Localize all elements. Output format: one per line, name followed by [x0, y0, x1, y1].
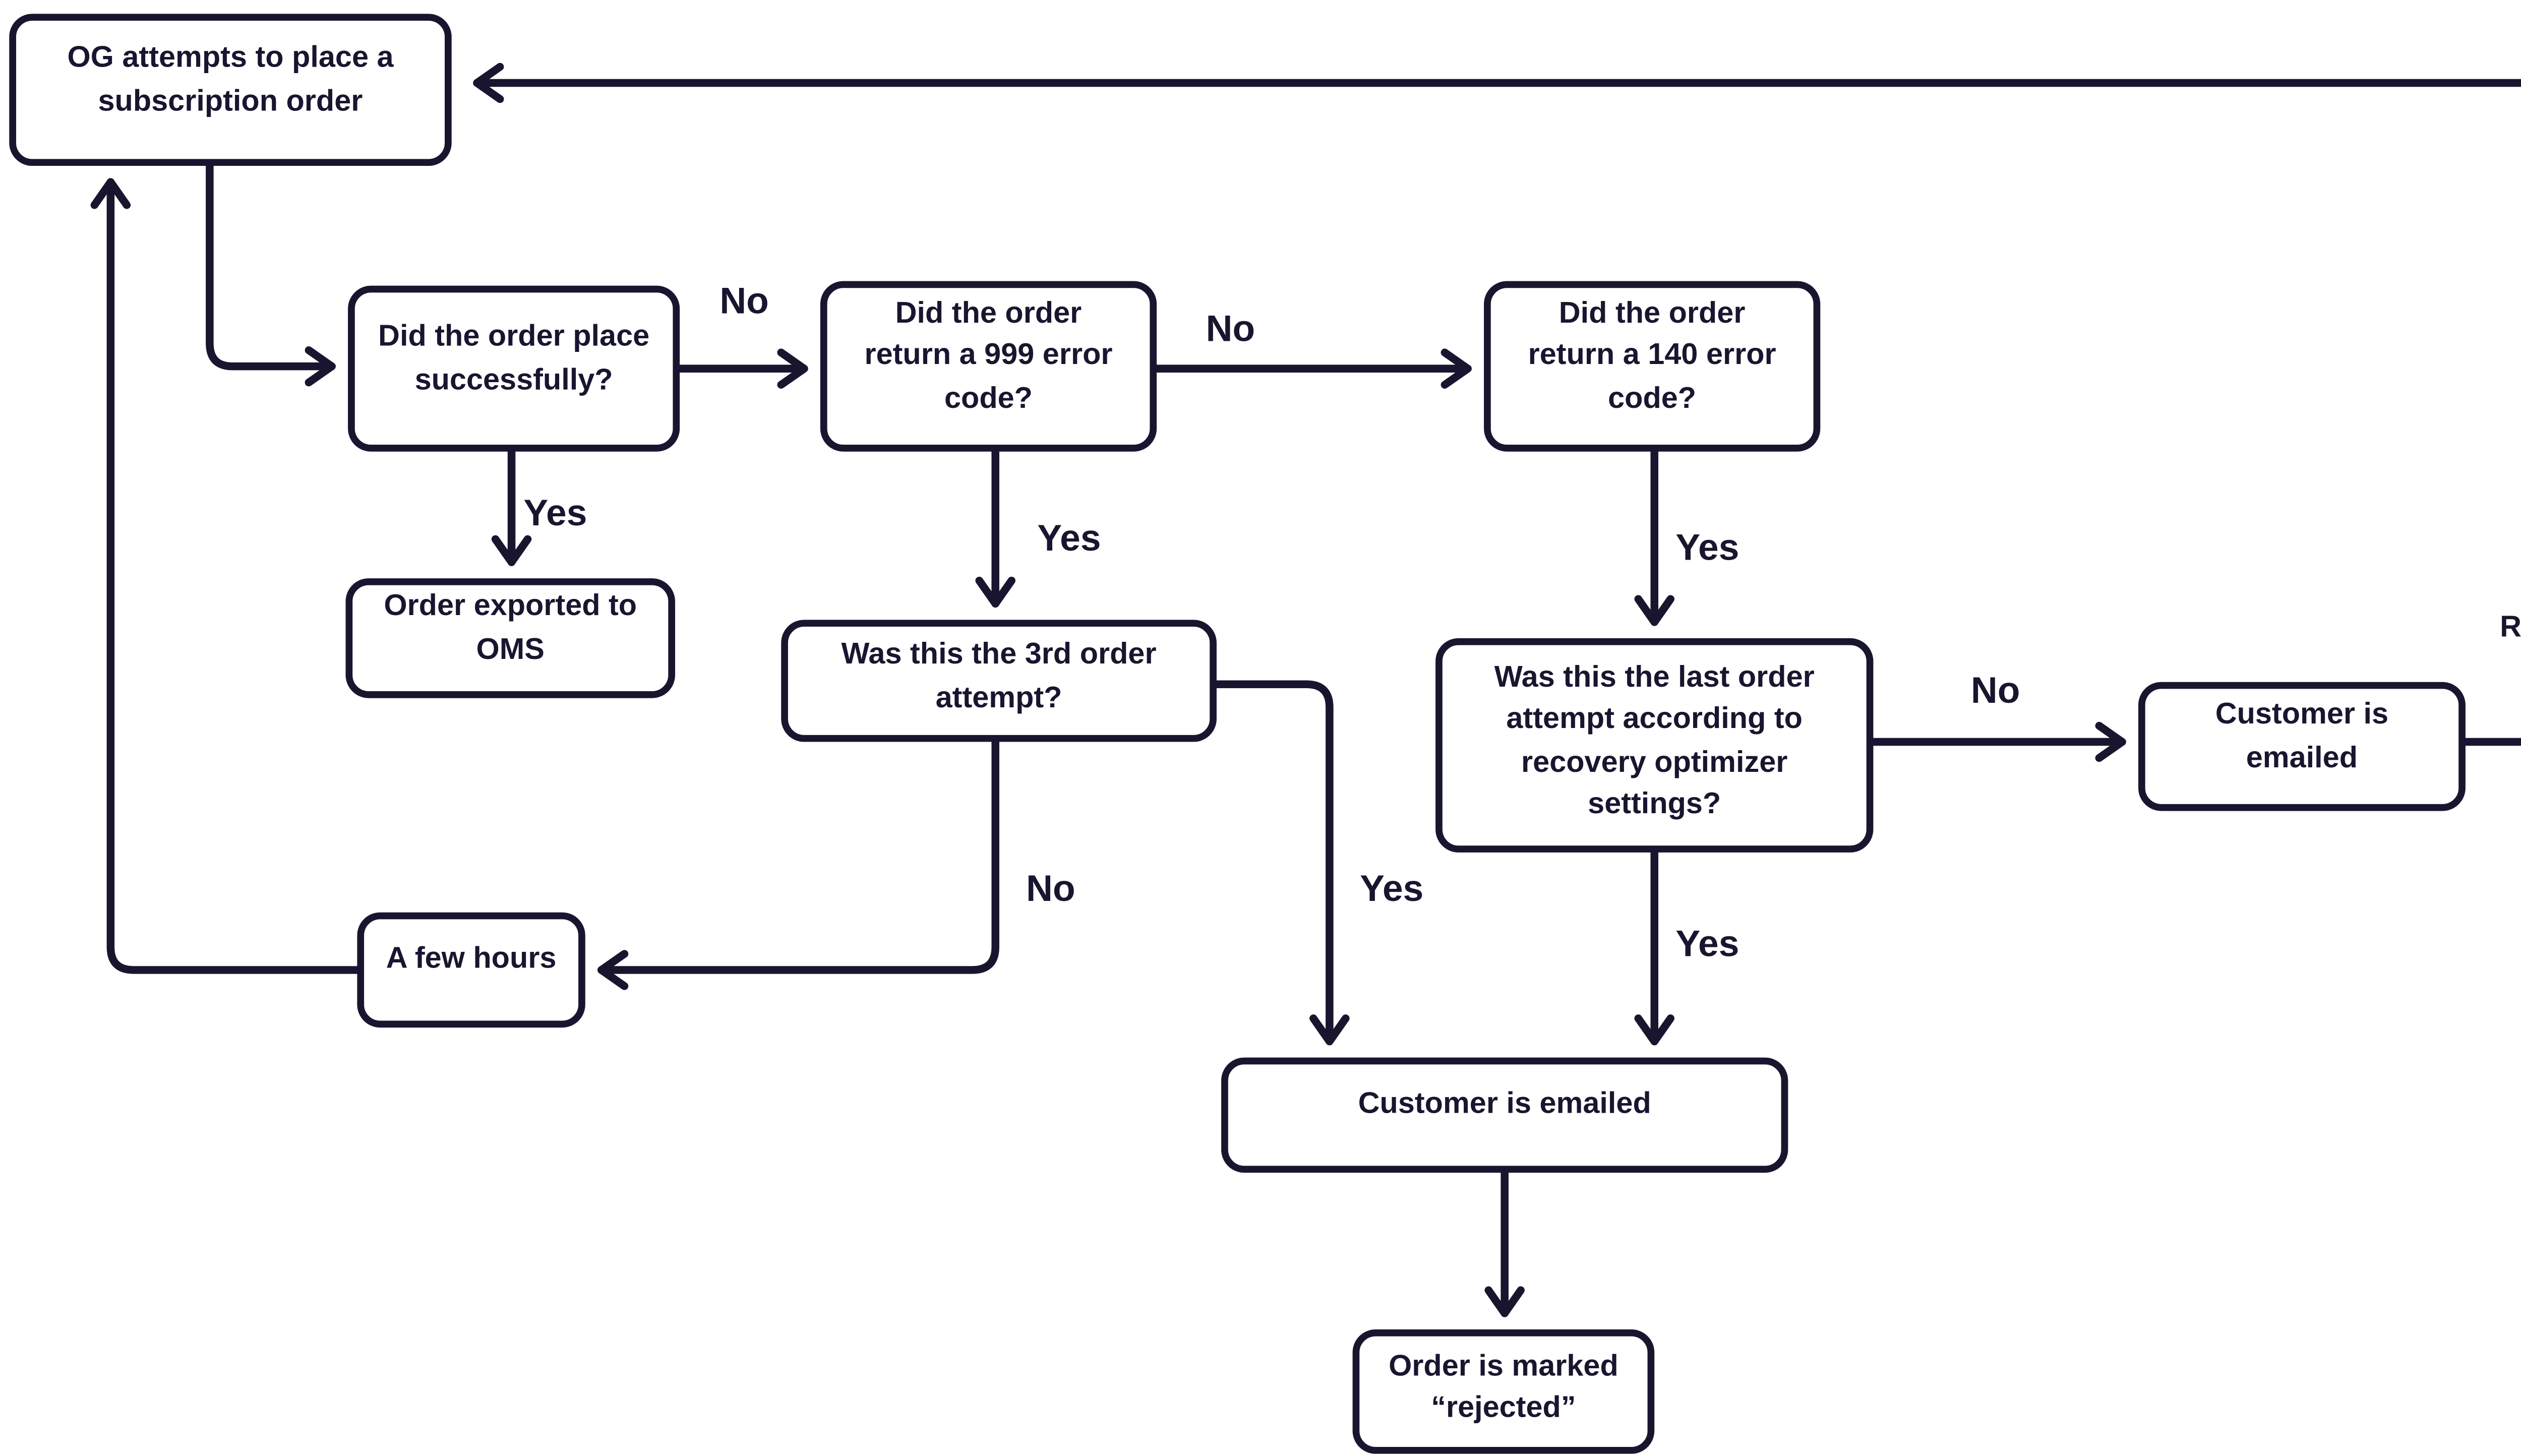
node-label: OG attempts to place a subscription orde… [67, 39, 394, 116]
node-was-this-last-order-attempt: Was this the last order attempt accordin… [1435, 638, 1874, 853]
node-og-attempts-subscription-order: OG attempts to place a subscription orde… [9, 14, 452, 166]
node-order-exported-to-oms: Order exported to OMS [345, 578, 676, 698]
edge-third-attempt-to-few-hours [597, 738, 1000, 990]
node-label: Was this the last order attempt accordin… [1494, 658, 1815, 820]
node-label: Did the order place successfully? [378, 318, 650, 395]
node-customer-is-emailed-right: Customer is emailed [2138, 682, 2466, 811]
node-did-order-place-successfully: Did the order place successfully? [348, 285, 680, 452]
node-label: Customer is emailed [1358, 1085, 1651, 1121]
node-label: Did the order return a 999 error code? [864, 294, 1113, 414]
edge-label-no-last-attempt: No [1970, 673, 2020, 712]
node-label: Was this the 3rd order attempt? [841, 636, 1157, 713]
node-did-order-return-999-error: Did the order return a 999 error code? [820, 281, 1157, 452]
edge-label-yes-140: Yes [1675, 530, 1739, 569]
x-days-annotation: X Days Where X = depending on Recovery O… [2500, 608, 2521, 642]
node-order-is-marked-rejected: Order is marked “rejected” [1352, 1329, 1655, 1454]
node-label: Order is marked “rejected” [1389, 1347, 1618, 1424]
node-a-few-hours: A few hours [357, 912, 585, 1028]
node-label: A few hours [386, 940, 557, 976]
edge-label-no-999: No [1206, 311, 1255, 350]
node-label: Order exported to OMS [384, 587, 637, 665]
node-label: Did the order return a 140 error code? [1528, 294, 1776, 414]
edge-few-hours-to-og [90, 178, 362, 974]
edge-label-yes-place-success: Yes [523, 495, 587, 535]
edge-label-yes-last-attempt: Yes [1675, 926, 1739, 965]
node-did-order-return-140-error: Did the order return a 140 error code? [1484, 281, 1821, 452]
edge-label-no-place-success: No [719, 283, 769, 323]
edge-og-to-place-success [206, 162, 336, 387]
node-customer-is-emailed-bottom: Customer is emailed [1221, 1057, 1788, 1173]
edge-third-attempt-to-customer-emailed-bottom [1213, 680, 1350, 1046]
edge-label-no-third-attempt: No [1026, 871, 1075, 911]
edge-label-yes-third-attempt: Yes [1360, 871, 1424, 911]
node-label: Customer is emailed [2215, 696, 2389, 773]
node-was-this-3rd-order-attempt: Was this the 3rd order attempt? [781, 620, 1217, 742]
edge-label-yes-999: Yes [1037, 520, 1101, 560]
